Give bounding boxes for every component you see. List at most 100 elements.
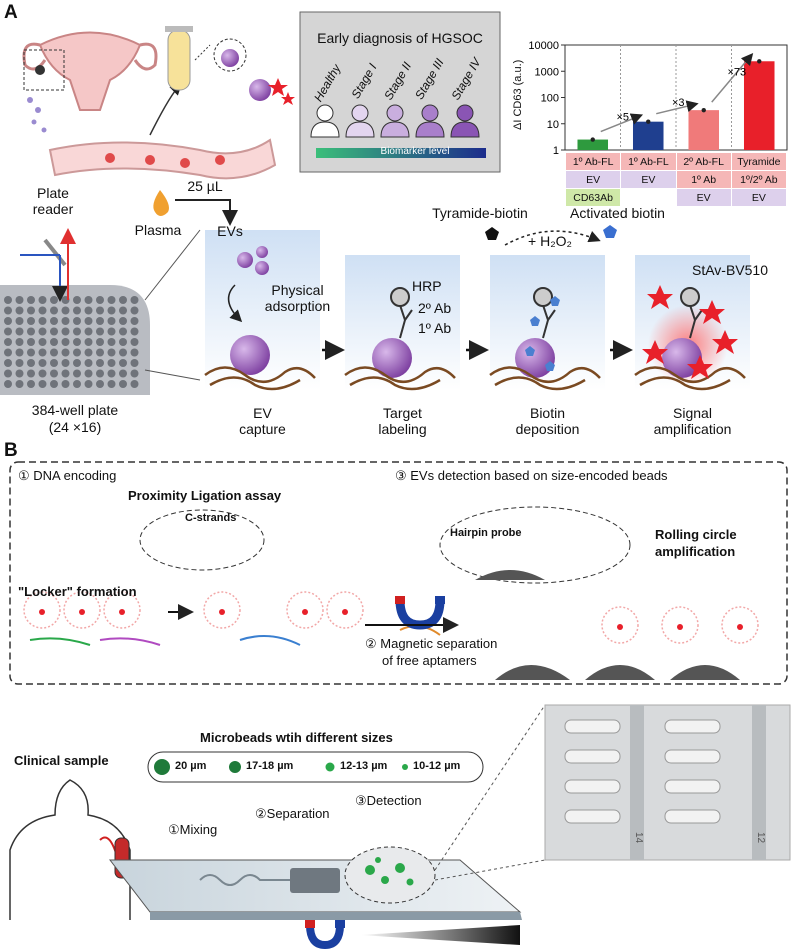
- plate-well: [130, 306, 139, 315]
- ev-drip-dots: [27, 97, 47, 133]
- plate-well: [96, 306, 104, 315]
- plate-well: [38, 338, 47, 346]
- bead-size-label: 10-12 µm: [413, 760, 461, 772]
- plate-well: [73, 296, 81, 304]
- plate-well: [107, 338, 116, 346]
- plate-well: [119, 296, 127, 304]
- micrograph-channels: [564, 719, 721, 824]
- step-line: amplification: [653, 421, 732, 438]
- plate-well: [96, 369, 104, 378]
- step1-label: ① DNA encoding: [18, 468, 117, 483]
- biotin-icons: [525, 296, 560, 371]
- plate-well: [38, 296, 47, 304]
- microfluidic-chip: [108, 846, 522, 920]
- plate-well: [27, 369, 35, 378]
- tyramide-biotin-label: Tyramide-biotin: [432, 205, 528, 221]
- table-cell: 1º Ab-FL: [620, 152, 677, 171]
- step2-label-1: ② Magnetic separation: [365, 636, 498, 651]
- plasma-drop-icon: [153, 190, 169, 216]
- biomarker-label: Biomarker level: [380, 146, 450, 157]
- hairpin-label: Hairpin probe: [450, 527, 522, 539]
- hrp-label: HRP: [412, 278, 442, 294]
- plate-well: [27, 317, 35, 325]
- step-line: Signal: [673, 405, 712, 421]
- step-line: Target: [383, 405, 422, 421]
- plate-well: [119, 348, 127, 357]
- data-point: [590, 137, 595, 142]
- table-cell: Tyramide: [730, 152, 788, 171]
- detection-label: ③Detection: [355, 793, 422, 808]
- plate-well: [38, 327, 47, 336]
- activated-biotin-label: Activated biotin: [570, 205, 665, 221]
- plate-label: 384-well plate: [31, 402, 119, 418]
- plate-well: [130, 338, 139, 346]
- plate-well: [4, 380, 12, 388]
- plate-well: [96, 380, 104, 388]
- y-tick-label: 10: [547, 119, 559, 131]
- plate-well: [4, 369, 12, 378]
- plate-well: [27, 380, 35, 388]
- bar: [688, 110, 720, 150]
- fold-arrow: [600, 113, 644, 133]
- panel-a-letter: A: [4, 2, 18, 23]
- clinical-sample-label: Clinical sample: [14, 753, 109, 768]
- bar: [577, 139, 609, 150]
- fluorescent-star-icons: [268, 78, 295, 105]
- plate-well: [50, 359, 58, 367]
- plate-well: [130, 380, 139, 388]
- plate-well: [84, 369, 93, 378]
- plate-well: [61, 359, 70, 367]
- plate-wells: [4, 296, 139, 388]
- bead-surfaces: [475, 570, 740, 680]
- plate-well: [15, 348, 24, 357]
- evs-label: EVs: [217, 223, 243, 239]
- plate-well: [27, 338, 35, 346]
- chart-condition-table: 1º Ab-FL 1º Ab-FL 2º Ab-FL Tyramide EV E…: [564, 152, 788, 207]
- bar: [632, 121, 664, 150]
- plate-well: [50, 380, 58, 388]
- y-tick-label: 1: [553, 145, 559, 157]
- data-point: [646, 119, 651, 124]
- plate-well: [15, 380, 24, 388]
- plate-well: [38, 380, 47, 388]
- plate-well: [50, 317, 58, 325]
- plate-well: [119, 317, 127, 325]
- plate-well: [38, 306, 47, 315]
- plate-well: [130, 327, 139, 336]
- y-tick-label: 1000: [535, 66, 559, 78]
- plate-well: [130, 348, 139, 357]
- plate-well: [61, 348, 70, 357]
- plate-well: [84, 359, 93, 367]
- chart-frame: [564, 44, 788, 151]
- plate-well: [15, 317, 24, 325]
- plate-well: [15, 306, 24, 315]
- data-point: [701, 107, 706, 113]
- bead-size-label: 17-18 µm: [246, 760, 294, 772]
- bead-size-label: 20 µm: [175, 760, 207, 772]
- locker-label: "Locker" formation: [18, 584, 137, 599]
- table-cell: 1º/2º Ab: [730, 170, 788, 189]
- plate-well: [96, 317, 104, 325]
- plasma-label: Plasma: [134, 222, 182, 238]
- fold-arrow: [711, 52, 754, 103]
- plate-well: [4, 348, 12, 357]
- fold-label: ×5: [617, 112, 630, 124]
- plate-well: [61, 306, 70, 315]
- plate-well: [73, 317, 81, 325]
- plate-well: [73, 359, 81, 367]
- plate-icon: [0, 285, 150, 395]
- plate-well: [4, 359, 12, 367]
- plate-well: [96, 359, 104, 367]
- plate-well: [107, 359, 116, 367]
- plate-well: [73, 327, 81, 336]
- stav-label: StAv-BV510: [691, 262, 768, 278]
- bar: [743, 61, 775, 150]
- data-point: [757, 59, 762, 64]
- test-tube-icon: [165, 26, 193, 91]
- plate-well: [130, 296, 139, 304]
- plate-well: [130, 359, 139, 367]
- plate-well: [61, 296, 70, 304]
- table-cell: EV: [675, 188, 732, 207]
